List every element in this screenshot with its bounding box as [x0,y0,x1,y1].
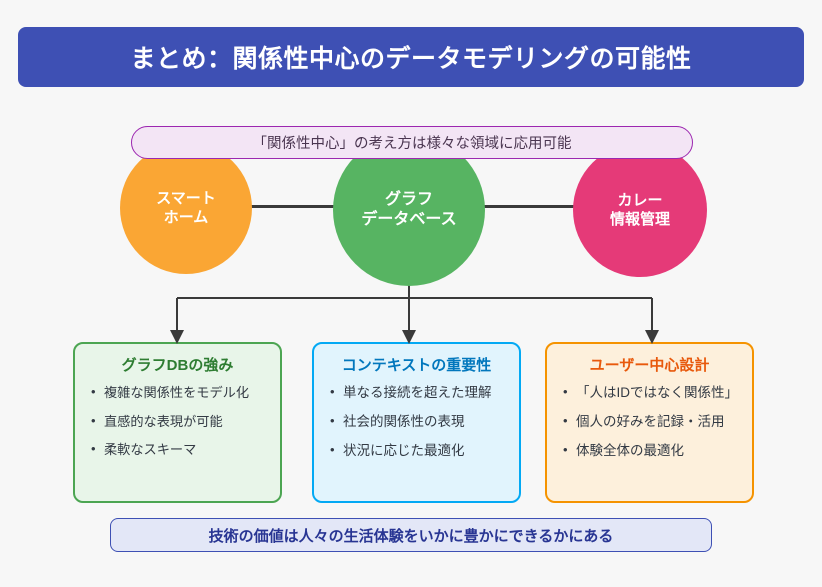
detail-box-graph-db-strengths[interactable]: グラフDBの強み 複雑な関係性をモデル化 直感的な表現が可能 柔軟なスキーマ [73,342,282,503]
conclusion-banner: 技術の価値は人々の生活体験をいかに豊かにできるかにある [110,518,712,552]
circle-graph-database[interactable]: グラフ データベース [333,134,485,286]
subtitle-pill: 「関係性中心」の考え方は様々な領域に応用可能 [131,126,693,159]
circle-graph-database-line2: データベース [361,211,457,228]
detail-box-user-heading: ユーザー中心設計 [589,357,710,374]
conclusion-text: 技術の価値は人々の生活体験をいかに豊かにできるかにある [208,527,614,545]
slide-title-banner: まとめ：関係性中心のデータモデリングの可能性 [18,27,804,87]
list-item: 個人の好みを記録・活用 [563,413,742,431]
circle-smart-home[interactable]: スマート ホーム [120,142,252,274]
detail-box-context-bullet-list: 単なる接続を超えた理解 社会的関係性の表現 状況に応じた最適化 [322,384,511,460]
circle-curry-info-line2: 情報管理 [609,211,670,228]
circle-graph-database-line1: グラフ [384,190,433,208]
page-title: まとめ：関係性中心のデータモデリングの可能性 [130,45,692,73]
detail-box-user-bullet-list: 「人はIDではなく関係性」 個人の好みを記録・活用 体験全体の最適化 [555,384,744,460]
list-item: 体験全体の最適化 [563,442,742,460]
circle-graph-database-label: グラフ データベース [361,190,456,231]
arrowhead-middle [402,330,416,344]
detail-box-context-importance[interactable]: コンテキストの重要性 単なる接続を超えた理解 社会的関係性の表現 状況に応じた最… [312,342,521,503]
detail-box-graph-db-heading: グラフDBの強み [121,357,234,374]
circle-smart-home-line2: ホーム [163,209,209,226]
subtitle-text: 「関係性中心」の考え方は様々な領域に応用可能 [252,136,572,152]
detail-box-context-heading: コンテキストの重要性 [341,357,492,374]
arrowhead-left [170,330,184,344]
list-item: 複雑な関係性をモデル化 [91,384,270,402]
circle-curry-info[interactable]: カレー 情報管理 [573,143,707,277]
connector-line-smart-home-to-graph [246,205,344,208]
circle-curry-info-label: カレー 情報管理 [610,191,670,229]
detail-box-user-centered-design[interactable]: ユーザー中心設計 「人はIDではなく関係性」 個人の好みを記録・活用 体験全体の… [545,342,754,503]
list-item: 直感的な表現が可能 [91,413,270,431]
detail-box-graph-db-bullet-list: 複雑な関係性をモデル化 直感的な表現が可能 柔軟なスキーマ [83,384,272,459]
list-item: 状況に応じた最適化 [330,442,509,460]
arrowhead-right [645,330,659,344]
list-item: 「人はIDではなく関係性」 [563,384,742,402]
circle-curry-info-line1: カレー [617,191,663,209]
list-item: 単なる接続を超えた理解 [330,384,509,402]
list-item: 社会的関係性の表現 [330,413,509,431]
circle-smart-home-label: スマート ホーム [156,189,216,227]
tree-connector [170,280,659,344]
list-item: 柔軟なスキーマ [91,441,270,459]
circle-smart-home-line1: スマート [156,189,216,207]
connector-line-graph-to-curry [476,205,576,208]
